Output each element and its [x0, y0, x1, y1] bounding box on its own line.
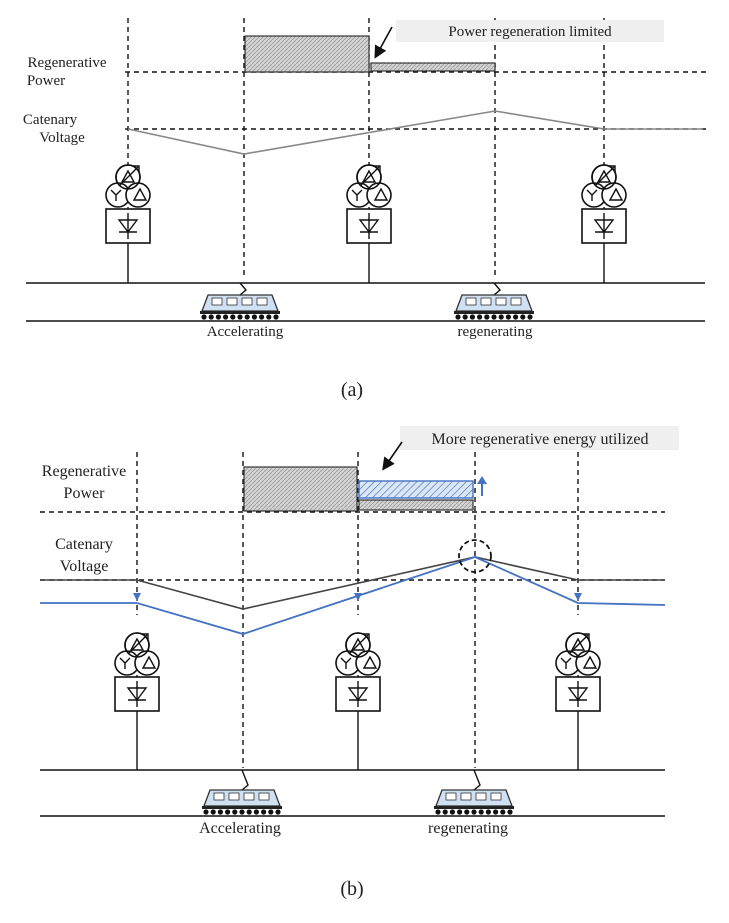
catenary-voltage-label-line2-b: Voltage: [60, 558, 109, 575]
annotation-text: Power regeneration limited: [448, 24, 612, 40]
transformer-winding-icon: [601, 182, 627, 208]
regen-power-bar-extra-b: [358, 480, 474, 499]
catenary-voltage-curve-improved: [40, 556, 666, 635]
regen-power-label-line2-b: Power: [64, 485, 106, 502]
substation-2-b: [335, 632, 381, 770]
caption-a: (a): [341, 379, 363, 401]
train-accelerating-b: [202, 769, 282, 815]
substation-1: [105, 164, 151, 283]
panel-a: Regenerative Power Catenary Voltage Powe…: [23, 18, 708, 401]
catenary-voltage-curve: [127, 110, 703, 155]
catenary-voltage-curve-original: [40, 556, 665, 610]
transformer-winding-icon: [355, 650, 381, 676]
caption-b: (b): [340, 878, 363, 900]
train-regenerating-b: [434, 769, 514, 815]
annotation-box-b: [400, 426, 679, 450]
transformer-winding-icon: [125, 182, 151, 208]
catenary-voltage-label-line2: Voltage: [39, 130, 85, 146]
arrow-up-head: [477, 476, 487, 484]
annotation-text-b: More regenerative energy utilized: [432, 431, 649, 448]
annotation-arrow-b: [382, 441, 403, 471]
train-accelerating-label-b: Accelerating: [199, 820, 281, 837]
regen-power-label-line1-b: Regenerative: [42, 463, 126, 480]
transformer-winding-icon: [575, 650, 601, 676]
accel-power-bar-b: [243, 466, 358, 512]
substation-3: [581, 164, 627, 283]
train-regenerating-label: regenerating: [458, 324, 533, 340]
train-regenerating: [454, 282, 534, 320]
transformer-winding-icon: [366, 182, 392, 208]
annotation-arrow: [374, 26, 393, 59]
catenary-voltage-label-line1: Catenary: [23, 112, 78, 128]
catenary-voltage-label-line1-b: Catenary: [55, 536, 113, 553]
accel-power-bar: [244, 35, 370, 73]
train-accelerating-label: Accelerating: [207, 324, 284, 340]
panel-b: Regenerative Power Catenary Voltage More…: [40, 426, 679, 900]
regen-power-label-line1: Regenerative: [27, 55, 106, 71]
substation-2: [346, 164, 392, 283]
transformer-winding-icon: [134, 650, 160, 676]
substation-3-b: [555, 632, 601, 770]
annotation-box: [396, 20, 664, 42]
train-regenerating-label-b: regenerating: [428, 820, 508, 837]
regen-power-bar-base-b: [358, 499, 474, 511]
regen-power-bar-limited: [370, 62, 496, 72]
peak-highlight-circle: [458, 539, 492, 573]
arrow-down-icon: [133, 593, 582, 601]
substation-1-b: [114, 632, 160, 770]
train-accelerating: [200, 282, 280, 320]
regen-power-label-line2: Power: [27, 73, 65, 89]
